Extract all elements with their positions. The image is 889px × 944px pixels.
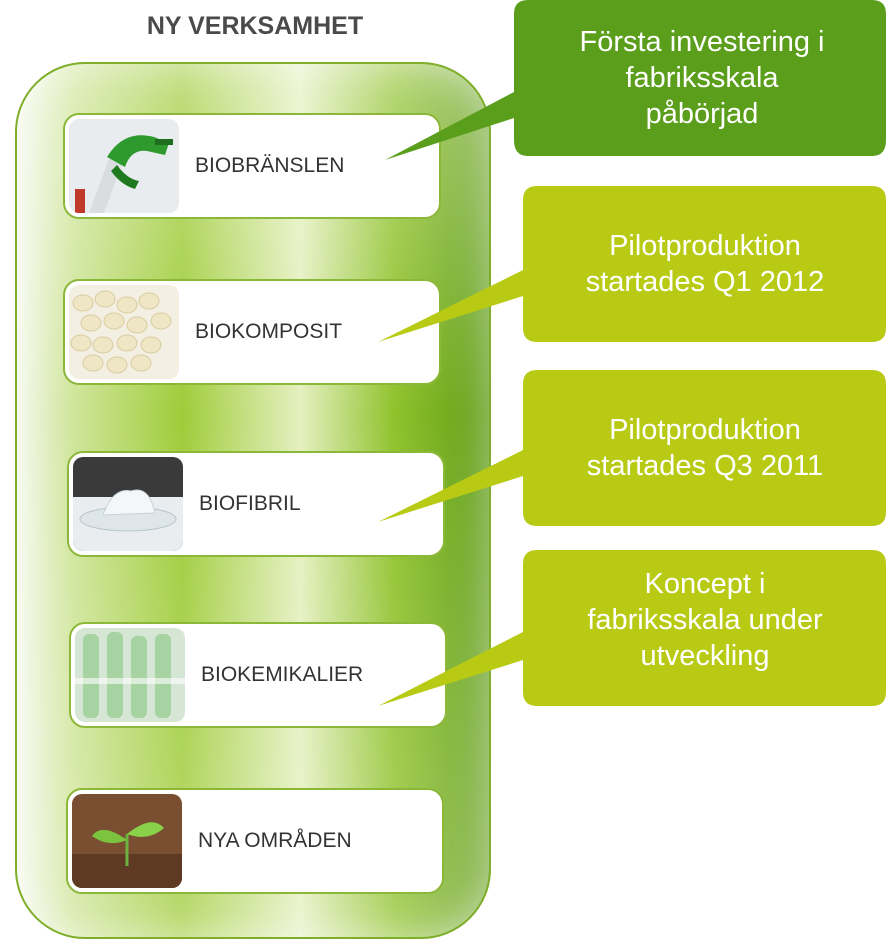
item-label: BIOBRÄNSLEN — [195, 154, 345, 177]
callout-line: fabriksskala under — [587, 604, 823, 636]
card-biobranslen: BIOBRÄNSLEN — [63, 113, 441, 219]
sprout-icon — [72, 794, 182, 888]
callout-line: Koncept i — [644, 568, 766, 600]
item-label: BIOFIBRIL — [199, 492, 301, 515]
callout-line: Pilotproduktion — [609, 230, 801, 262]
pellets-icon — [69, 285, 179, 379]
title: NY VERKSAMHET — [146, 12, 364, 40]
test-tubes-icon — [75, 628, 185, 722]
card-nya-omraden: NYA OMRÅDEN — [66, 788, 444, 894]
callout-line: fabriksskala — [625, 62, 779, 94]
callout-text-3: Pilotproduktion startades Q3 2011 — [525, 372, 885, 524]
fibril-gel-icon — [73, 457, 183, 551]
callout-text-4: Koncept i fabriksskala under utveckling — [525, 552, 885, 704]
item-label: BIOKEMIKALIER — [201, 663, 364, 686]
callout-line: påbörjad — [645, 98, 759, 130]
callout-text-2: Pilotproduktion startades Q1 2012 — [525, 188, 885, 340]
callout-line: startades Q3 2011 — [586, 450, 824, 482]
fuel-nozzle-icon — [69, 119, 179, 213]
item-label: NYA OMRÅDEN — [198, 829, 352, 852]
callout-line: startades Q1 2012 — [585, 266, 825, 298]
callout-line: Första investering i — [579, 26, 825, 58]
item-label: BIOKOMPOSIT — [195, 320, 343, 343]
card-biofibril: BIOFIBRIL — [67, 451, 445, 557]
callout-text-1: Första investering i fabriksskala påbörjad — [520, 2, 884, 154]
callout-line: utveckling — [640, 640, 770, 672]
card-biokomposit: BIOKOMPOSIT — [63, 279, 441, 385]
callout-line: Pilotproduktion — [609, 414, 801, 446]
card-biokemikalier: BIOKEMIKALIER — [69, 622, 447, 728]
